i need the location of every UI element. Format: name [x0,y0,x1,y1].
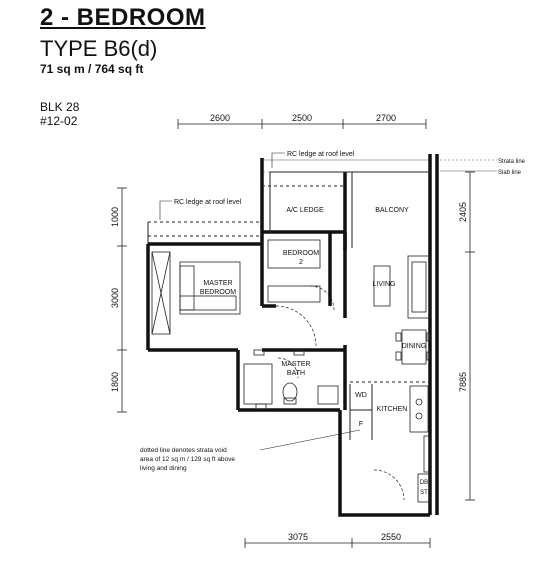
dim-right-2: 7885 [458,372,468,392]
dim-top-3: 2700 [376,113,396,123]
ac-ledge-label: A/C LEDGE [286,207,324,214]
dining-furniture [395,329,431,365]
slab-line-label: Slab line [498,170,522,176]
left-dimensions [117,187,127,413]
top-dimensions [177,119,427,129]
dim-top-2: 2500 [292,113,312,123]
right-dimensions [465,171,475,501]
bedroom2-label-2: 2 [299,259,303,266]
living-furniture [373,255,431,319]
doors [275,285,405,501]
dim-left-2: 3000 [110,288,120,308]
note-line-3: living and dining [140,465,187,472]
walls [146,154,439,517]
bedroom2-bed [267,239,321,303]
kitchen-fixtures [409,385,431,503]
wardrobe [151,251,171,335]
master-bed [179,261,241,315]
living-label: LIVING [373,281,396,288]
unit-type: TYPE B6(d) [40,36,158,61]
strata-lines [262,159,497,173]
dining-label: DINING [402,343,427,350]
bottom-dimensions [244,538,431,548]
master-bedroom-label-2: BEDROOM [200,289,236,296]
bedroom2-label-1: BEDROOM [283,250,319,257]
dim-top-1: 2600 [210,113,230,123]
unit-area: 71 sq m / 764 sq ft [40,62,144,76]
strata-line-label: Strata line [498,159,526,165]
kitchen-label: KITCHEN [377,406,408,413]
wd-label: WD [355,392,367,399]
master-bath-label-2: BATH [287,370,305,377]
block-number: BLK 28 [40,100,80,114]
dim-right-1: 2405 [458,202,468,222]
unit-info: BLK 28 #12-02 [40,100,79,128]
f-label: F [359,421,363,428]
unit-number: #12-02 [40,114,78,128]
master-bath-label-1: MASTER [281,361,310,368]
page-title: 2 - BEDROOM [40,4,206,31]
balcony-label: BALCONY [375,207,409,214]
rc-ledge-left-label: RC ledge at roof level [174,199,242,206]
bath-fixtures [243,349,339,410]
st-label: ST [420,490,428,496]
dim-bottom-2: 2550 [381,532,401,542]
master-bedroom-label-1: MASTER [203,280,232,287]
dim-bottom-1: 3075 [288,532,308,542]
note-line-2: area of 12 sq m / 129 sq ft above [140,456,235,463]
note-line-1: dotted line denotes strata void [140,447,227,454]
dim-left-3: 1800 [110,372,120,392]
dim-left-1: 1000 [110,207,120,227]
db-label: DB [420,480,428,486]
rc-ledge-top-label: RC ledge at roof level [287,151,355,158]
